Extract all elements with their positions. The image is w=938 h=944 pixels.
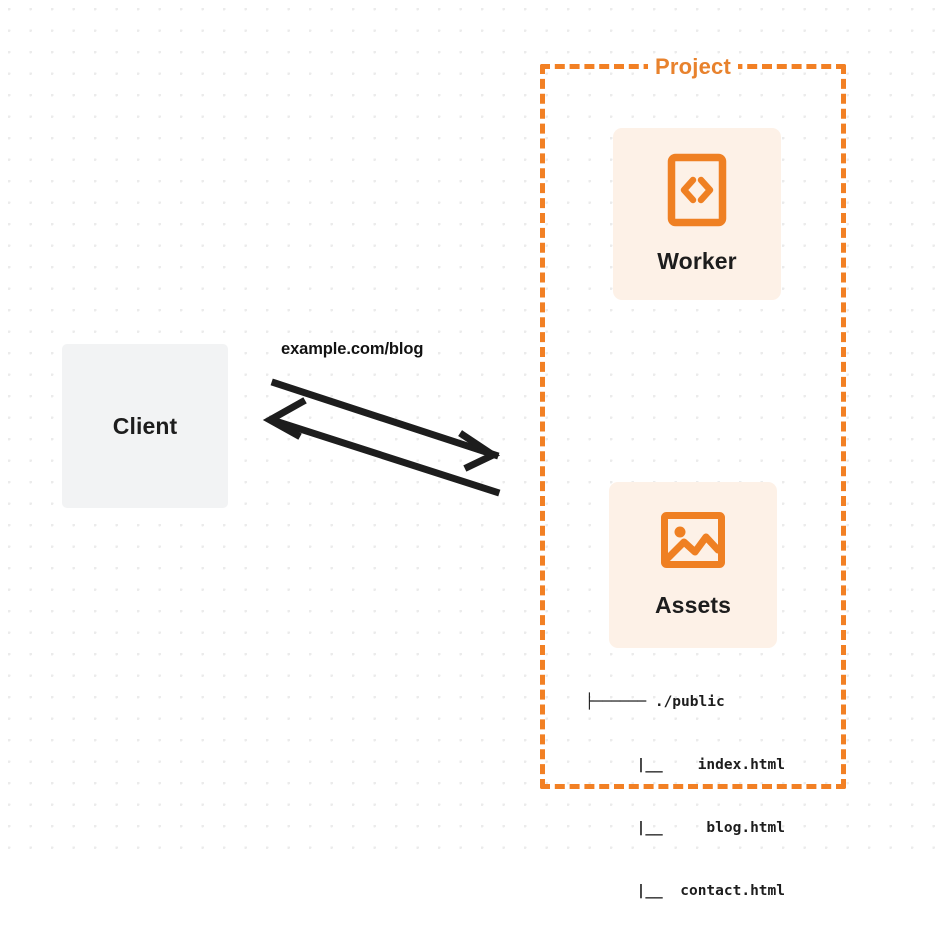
assets-file-tree: ├────── ./public |__ index.html |__ blog… bbox=[585, 650, 785, 944]
file-tree-line: |__ blog.html bbox=[636, 820, 785, 836]
worker-card-label: Worker bbox=[657, 248, 737, 274]
project-container: Project bbox=[540, 54, 846, 789]
diagram-canvas: Client example.com/blog Project Worker bbox=[0, 0, 938, 899]
client-node[interactable]: Client bbox=[62, 344, 228, 508]
request-arrow bbox=[270, 378, 501, 472]
connector-label: example.com/blog bbox=[281, 340, 424, 358]
file-tree-line: |__ index.html bbox=[636, 757, 785, 773]
project-title: Project bbox=[648, 54, 738, 80]
file-tree-line: |__ contact.html bbox=[636, 883, 785, 899]
response-arrow bbox=[262, 397, 501, 497]
assets-card-label: Assets bbox=[654, 592, 732, 618]
connector-arrows bbox=[262, 378, 501, 497]
assets-card[interactable]: Assets bbox=[609, 482, 777, 648]
worker-card[interactable]: Worker bbox=[613, 128, 781, 300]
file-tree-line: ├────── ./public bbox=[585, 694, 725, 710]
client-node-label: Client bbox=[112, 412, 178, 439]
code-brackets-icon bbox=[667, 153, 727, 232]
image-icon bbox=[660, 511, 726, 574]
